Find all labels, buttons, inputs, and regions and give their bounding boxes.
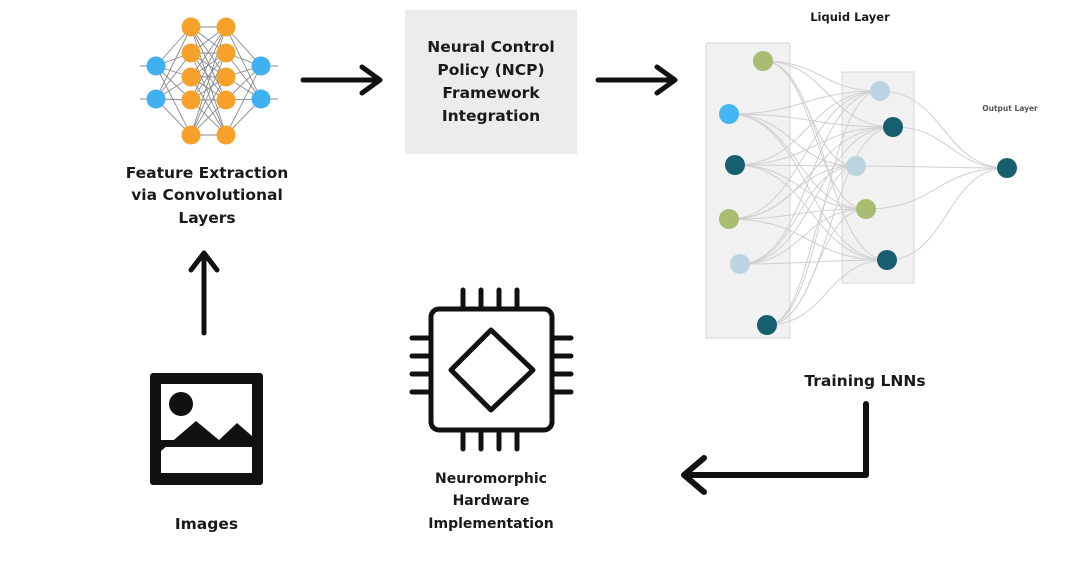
liquid-node	[856, 199, 876, 219]
liquid-connection	[739, 90, 881, 265]
images-label: Images	[174, 515, 239, 533]
arrow-images-to-feature-extraction	[188, 250, 220, 336]
liquid-connection	[766, 90, 881, 326]
hardware-label: Neuromorphic Hardware Implementation	[428, 471, 554, 532]
liquid-node	[719, 209, 739, 229]
liquid-node	[753, 51, 773, 71]
liquid-connection	[728, 165, 857, 220]
cnn-node	[181, 43, 201, 63]
output-connection	[892, 126, 1008, 169]
output-connection	[865, 167, 1008, 210]
cnn-connections	[140, 26, 278, 136]
liquid-node	[846, 156, 866, 176]
liquid-node	[757, 315, 777, 335]
output-layer-title: Output Layer	[982, 104, 1038, 113]
liquid-connection	[728, 218, 888, 261]
liquid-node	[997, 158, 1017, 178]
output-connection	[886, 167, 1008, 261]
cnn-node	[146, 56, 166, 76]
liquid-connection	[728, 90, 881, 220]
liquid-connection	[734, 164, 867, 210]
cnn-node	[251, 89, 271, 109]
arrow-to-ncp	[300, 64, 383, 96]
output-connection	[879, 90, 1008, 169]
liquid-connection	[739, 165, 857, 265]
image-icon	[150, 373, 263, 485]
training-label: Training LNNs	[804, 372, 926, 390]
cnn-node	[216, 43, 236, 63]
cnn-node	[216, 67, 236, 87]
cnn-node	[251, 56, 271, 76]
liquid-layer-title: Liquid Layer	[810, 10, 890, 24]
liquid-connection	[734, 90, 881, 166]
liquid-connection	[739, 208, 867, 265]
liquid-connection	[766, 259, 888, 326]
liquid-connection	[728, 90, 881, 115]
feature-extraction-label: Feature Extraction via Convolutional Lay…	[125, 164, 289, 227]
microchip-icon	[409, 287, 574, 452]
liquid-connection	[739, 126, 894, 265]
liquid-connection	[766, 165, 857, 326]
cnn-node	[181, 17, 201, 37]
liquid-node	[719, 104, 739, 124]
cnn-node	[181, 67, 201, 87]
liquid-node	[730, 254, 750, 274]
cnn-node	[146, 89, 166, 109]
liquid-connection	[728, 208, 867, 220]
hidden-layer-panel	[841, 71, 915, 284]
liquid-node	[883, 117, 903, 137]
liquid-connection	[734, 164, 857, 167]
liquid-connection	[734, 126, 894, 166]
cnn-node	[181, 125, 201, 145]
cnn-node	[216, 90, 236, 110]
ncp-box: Neural Control Policy (NCP) Framework In…	[405, 10, 577, 154]
output-connection	[855, 165, 1008, 169]
cnn-node	[216, 125, 236, 145]
liquid-connection	[728, 113, 894, 128]
ncp-label: Neural Control Policy (NCP) Framework In…	[427, 38, 555, 125]
liquid-connection	[739, 259, 888, 265]
liquid-connection	[766, 208, 867, 326]
neural-network-icon	[140, 17, 278, 145]
liquid-node	[877, 250, 897, 270]
liquid-connection	[762, 60, 881, 92]
arrow-training-to-hardware	[681, 401, 869, 495]
liquid-connection	[728, 113, 867, 210]
cnn-node	[216, 17, 236, 37]
liquid-connection	[728, 113, 888, 261]
cnn-node	[181, 90, 201, 110]
liquid-node	[725, 155, 745, 175]
liquid-layer-network	[705, 42, 1017, 339]
arrow-to-liquid-layer	[595, 64, 678, 96]
liquid-layer-panel	[705, 42, 791, 339]
liquid-node	[870, 81, 890, 101]
liquid-connection	[762, 60, 894, 128]
